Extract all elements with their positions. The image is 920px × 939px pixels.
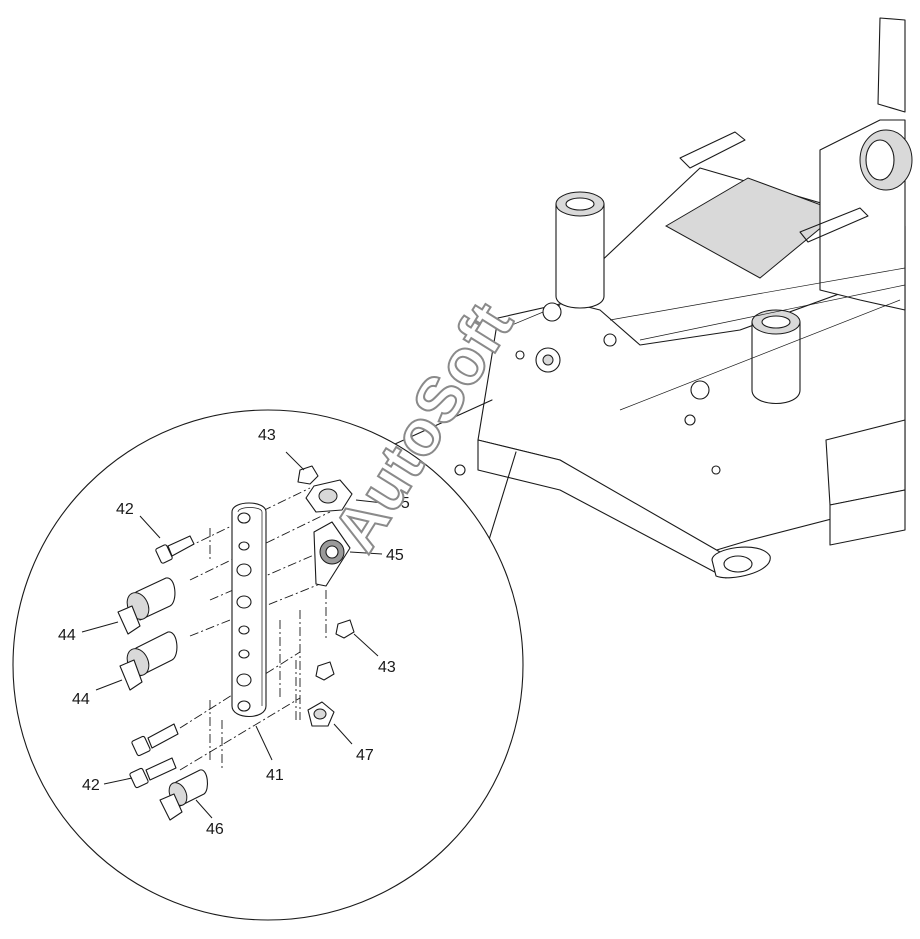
pin-44-upper — [117, 577, 176, 635]
callout-43-right: 43 — [378, 659, 396, 676]
bolt-42-middle — [131, 723, 179, 757]
detail-tangent-top — [394, 399, 493, 445]
detail-circle — [12, 409, 524, 921]
callout-45-upper: 45 — [392, 495, 410, 512]
leader-lines — [81, 451, 393, 819]
pin-44-lower — [119, 631, 178, 691]
callout-44-upper: 44 — [58, 627, 76, 644]
link-plate-41 — [231, 502, 267, 718]
callout-42-upper: 42 — [116, 501, 134, 518]
assembly-centerlines — [179, 487, 331, 771]
callout-42-lower: 42 — [82, 777, 100, 794]
callout-44-lower: 44 — [72, 691, 90, 708]
callout-47: 47 — [356, 747, 374, 764]
pin-46 — [159, 769, 209, 821]
callout-46: 46 — [206, 821, 224, 838]
nut-43-lower — [315, 661, 335, 681]
callout-41: 41 — [266, 767, 284, 784]
callout-45-lower: 45 — [386, 547, 404, 564]
nut-43-top — [297, 465, 319, 485]
eye-washer-45-lower — [313, 521, 351, 587]
machine-frame — [454, 17, 913, 579]
lock-nut-47 — [307, 701, 335, 727]
callout-43-top: 43 — [258, 427, 276, 444]
bolt-42-upper — [155, 535, 195, 564]
eye-washer-45-upper — [305, 479, 353, 513]
nut-43-right — [335, 619, 355, 639]
bolt-42-lower — [129, 757, 177, 789]
